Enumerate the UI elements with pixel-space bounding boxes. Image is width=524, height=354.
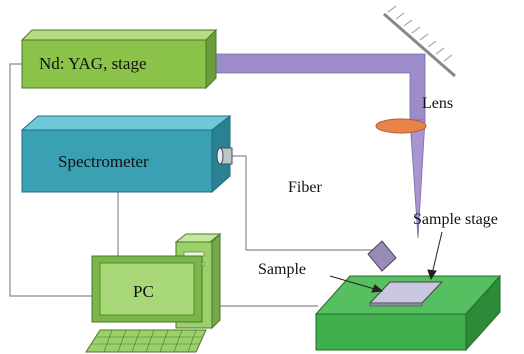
pointer-arrows [329, 231, 443, 293]
lens [375, 118, 427, 134]
spectrometer-label: Spectrometer [58, 152, 149, 171]
laser-box [20, 28, 218, 90]
spectrometer-box [20, 114, 233, 194]
pc-label: PC [133, 282, 154, 301]
sample [368, 281, 444, 307]
mirror [383, 5, 456, 78]
fiber-collector [367, 240, 397, 272]
fiber-label: Fiber [288, 179, 322, 196]
laser-beam [206, 53, 426, 239]
pc-monitor [91, 255, 203, 323]
sample-label: Sample [258, 261, 306, 278]
lens-label: Lens [422, 95, 454, 112]
laser-label: Nd: YAG, stage [39, 54, 147, 73]
sample-stage-label: Sample stage [413, 211, 498, 228]
keyboard [85, 329, 207, 353]
connection-wires [9, 63, 380, 307]
